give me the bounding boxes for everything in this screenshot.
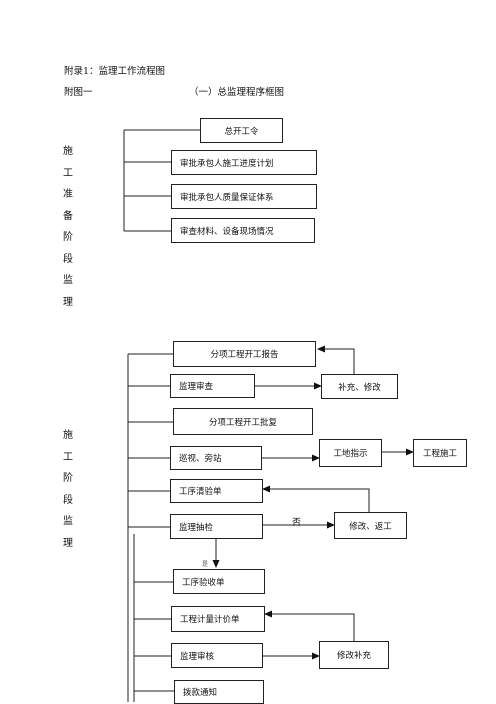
edge-label-yes: 是 (202, 561, 209, 568)
feedback-revise-to-bill (264, 610, 355, 641)
stage1-side-label: 施工 准备 阶段 监理 (63, 146, 73, 308)
box-measurement-bill: 工程计量计价单 (171, 606, 265, 632)
section-title: （一）总监理程序框图 (189, 87, 285, 98)
appendix-title: 附录1：监理工作流程图 (64, 66, 166, 77)
edge-label-no: 否 (292, 518, 302, 528)
box-payment-notice: 拨款通知 (174, 680, 264, 704)
box-check-materials: 审查材料、设备现场情况 (171, 218, 315, 243)
box-process-checklist: 工序清验单 (170, 479, 263, 503)
figure-label: 附图一 (64, 87, 93, 98)
feedback-supplement-to-report (317, 345, 355, 374)
box-subitem-start-report: 分项工程开工报告 (173, 341, 316, 367)
box-patrol-sidestation: 巡视、旁站 (170, 446, 262, 470)
box-modify-supplement: 修改补充 (319, 641, 389, 669)
feedback-rework-to-inspection (262, 485, 370, 512)
box-modify-rework: 修改、返工 (334, 512, 407, 539)
box-supervision-audit: 监理审核 (171, 643, 263, 668)
box-general-start-order: 总开工令 (200, 118, 283, 143)
box-construction: 工程施工 (413, 439, 467, 467)
box-subitem-start-approval: 分项工程开工批复 (173, 408, 313, 435)
box-supervision-sampling: 监理抽检 (170, 514, 263, 539)
box-supplement-modify: 补充、修改 (321, 374, 398, 399)
box-site-instruction: 工地指示 (319, 439, 382, 467)
box-approve-quality-system: 审批承包人质量保证体系 (171, 184, 317, 209)
stage2-side-label: 施工 阶段 监理 (63, 430, 73, 549)
box-process-acceptance: 工序验收单 (173, 569, 265, 594)
box-supervision-review: 监理审查 (170, 374, 255, 398)
box-approve-schedule: 审批承包人施工进度计划 (171, 150, 317, 175)
